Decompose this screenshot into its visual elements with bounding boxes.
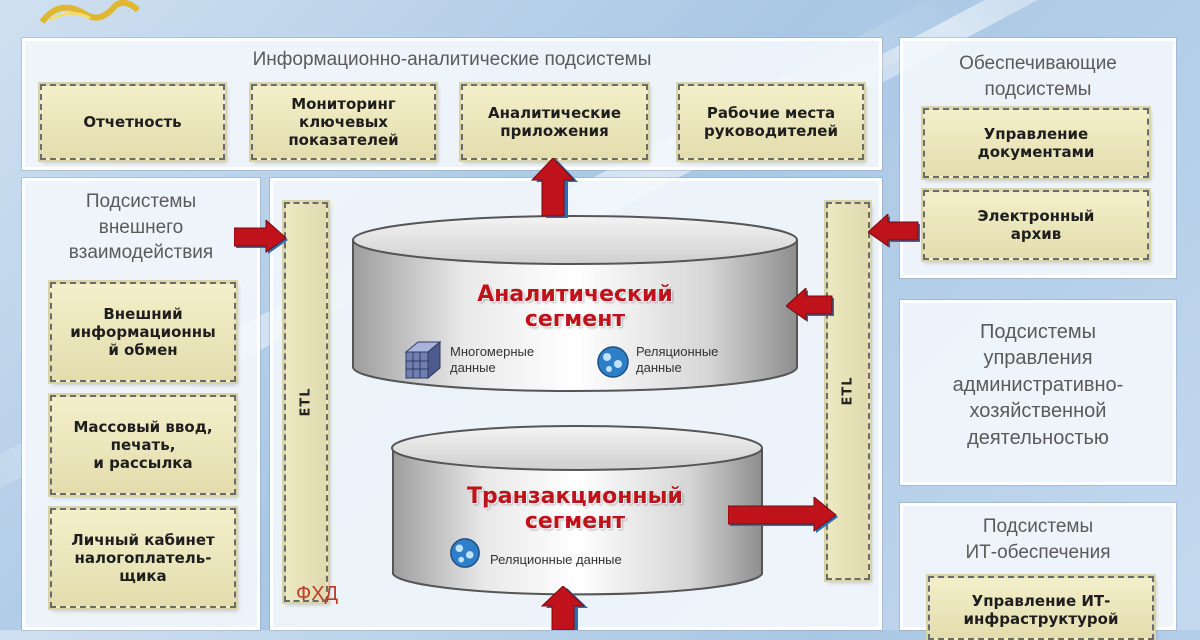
admin-panel: Подсистемы управления административно- х…: [900, 300, 1176, 485]
box-reporting[interactable]: Отчетность: [38, 82, 227, 162]
box-external-exchange[interactable]: Внешний информационны й обмен: [48, 280, 238, 384]
relational-data-transaction-label: Реляционные данные: [490, 552, 622, 567]
it-title: Подсистемы ИТ-обеспечения: [965, 516, 1111, 563]
logo: [40, 0, 140, 24]
external-title: Подсистемы внешнего взаимодействия: [68, 191, 214, 264]
box-electronic-archive[interactable]: Электронный архив: [921, 188, 1151, 262]
info-analytic-title: Информационно-аналитические подсистемы: [252, 49, 652, 70]
relational-data-label: Реляционные данные: [636, 344, 719, 376]
arrow-right-from-transaction-icon: [728, 497, 838, 533]
arrow-up-from-bottom-icon: [540, 586, 588, 630]
analytic-segment-cylinder: [352, 215, 798, 392]
box-document-management[interactable]: Управление документами: [921, 106, 1151, 180]
box-taxpayer-cabinet[interactable]: Личный кабинет налогоплатель- щика: [48, 506, 238, 610]
etl-bar-right[interactable]: ETL: [824, 200, 872, 582]
arrow-left-to-analytic-icon: [786, 288, 834, 322]
arrow-right-to-etl-icon: [234, 220, 288, 254]
multidimensional-data-label: Многомерные данные: [450, 344, 535, 376]
transaction-segment-label: Транзакционный сегмент: [467, 484, 683, 535]
fxd-label: ФХД: [296, 583, 339, 605]
etl-label-left: ETL: [298, 387, 314, 417]
multidimensional-cube-icon: [404, 340, 442, 380]
relational-data-icon: [597, 346, 629, 378]
etl-bar-left[interactable]: ETL: [282, 200, 330, 604]
box-analytic-apps[interactable]: Аналитические приложения: [459, 82, 650, 162]
transaction-segment-cylinder: [391, 425, 763, 596]
arrow-left-from-support-icon: [868, 214, 920, 248]
admin-title: Подсистемы управления административно- х…: [952, 321, 1124, 449]
box-mass-input[interactable]: Массовый ввод, печать, и рассылка: [48, 393, 238, 497]
arrow-up-to-info-icon: [530, 158, 578, 218]
etl-label-right: ETL: [840, 376, 856, 406]
box-kpi-monitoring[interactable]: Мониторинг ключевых показателей: [249, 82, 438, 162]
relational-data-icon-transaction: [450, 538, 480, 568]
support-title: Обеспечивающие подсистемы: [959, 53, 1117, 100]
box-it-infrastructure[interactable]: Управление ИТ- инфраструктурой: [926, 574, 1156, 640]
box-executive-workplaces[interactable]: Рабочие места руководителей: [676, 82, 866, 162]
analytic-segment-label: Аналитический сегмент: [477, 282, 673, 333]
